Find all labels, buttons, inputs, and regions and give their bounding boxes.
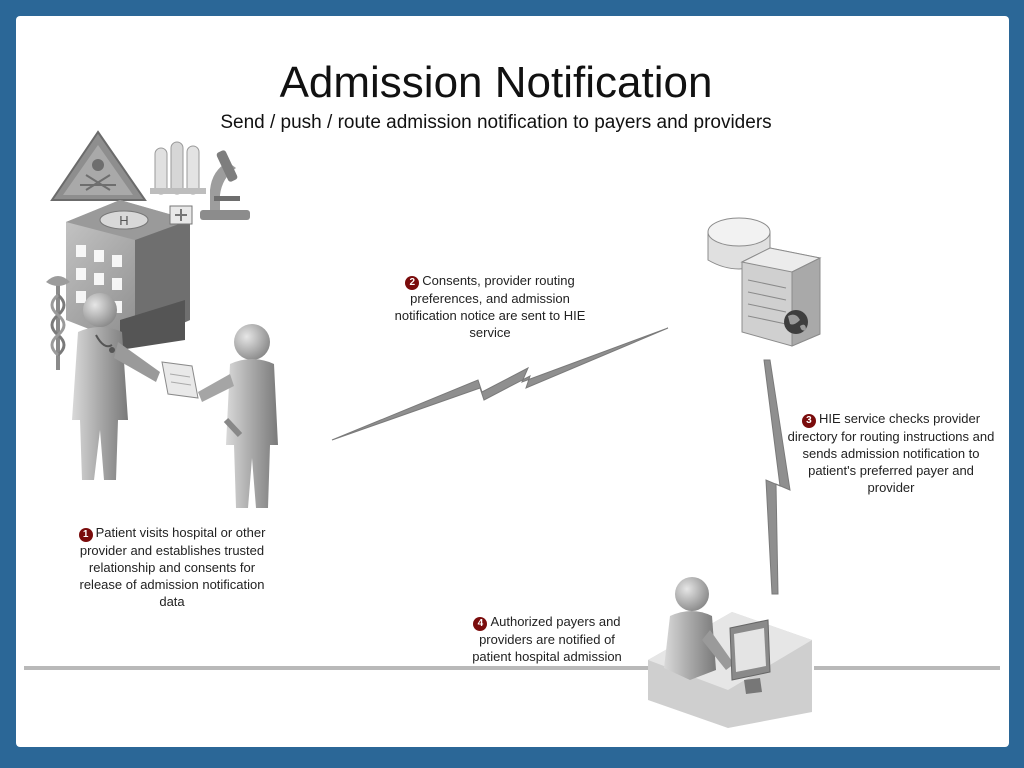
step-3-badge: 3 <box>801 414 816 428</box>
bottom-rule-right <box>814 666 1000 670</box>
microscope-icon <box>200 150 250 220</box>
caduceus-icon <box>46 276 70 370</box>
step-2-text: Consents, provider routing preferences, … <box>394 273 586 340</box>
doctor-figure-icon <box>72 293 160 480</box>
patient-figure-icon <box>198 324 278 508</box>
lightning-connector-icon <box>331 327 791 595</box>
step-4-badge: 4 <box>473 617 488 631</box>
step-1-text: Patient visits hospital or other provide… <box>79 525 266 609</box>
hospital-sign: H <box>119 213 128 228</box>
globe-icon <box>784 310 808 334</box>
step-3-text: HIE service checks provider directory fo… <box>787 411 995 495</box>
hospital-icon: H <box>66 200 193 350</box>
step-1-badge: 1 <box>78 528 93 542</box>
page-subtitle: Send / push / route admission notificati… <box>220 112 772 133</box>
bottom-rule-left <box>24 666 652 670</box>
desk-worker-icon <box>648 577 812 728</box>
test-tubes-icon <box>150 141 206 195</box>
page-title: Admission Notification <box>279 58 713 107</box>
step-2-badge: 2 <box>405 276 420 290</box>
clipboard-icon <box>161 361 199 399</box>
hazard-sign-icon <box>50 130 147 201</box>
step-4-text: Authorized payers and providers are noti… <box>472 614 622 664</box>
server-icon <box>740 247 822 347</box>
